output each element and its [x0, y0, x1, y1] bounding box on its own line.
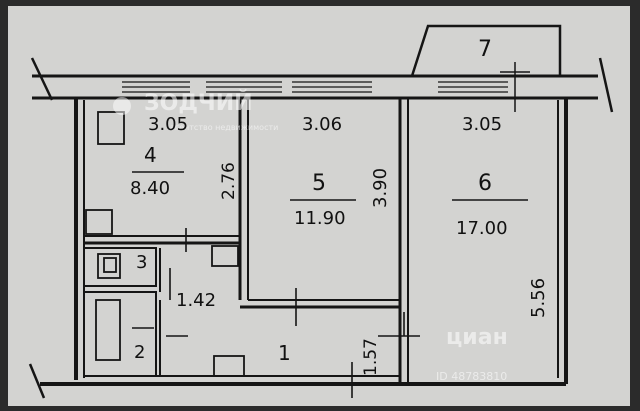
watermark-top: ЗОДЧИЙ агентство недвижимости [113, 90, 278, 132]
door-marks [132, 228, 420, 398]
watermark-bottom: циан ID 48783810 [436, 325, 508, 383]
paper-background [8, 6, 630, 406]
washbasin-icon [97, 253, 121, 279]
room-4-area: 8.40 [130, 178, 170, 199]
room-1-width: 1.57 [361, 338, 381, 376]
room-5-height: 3.90 [370, 168, 391, 208]
room-6-width: 3.05 [462, 114, 502, 135]
watermark-bottom-text: циан [446, 325, 508, 350]
hall-area: 1.42 [176, 290, 216, 311]
shoe-cabinet-icon [213, 355, 245, 377]
room-6-number: 6 [478, 171, 492, 196]
room-1-number: 1 [278, 341, 291, 365]
room-4-width: 3.05 [148, 114, 188, 135]
balcony-7 [410, 24, 562, 112]
window-room6 [438, 81, 508, 93]
room-6-area: 17.00 [456, 218, 508, 239]
room-4-height: 2.76 [219, 162, 239, 200]
fixtures [85, 111, 245, 377]
outer-walls [28, 57, 614, 399]
room-5-area: 11.90 [294, 208, 346, 229]
window-room5b [292, 81, 372, 93]
room-4-number: 4 [144, 143, 157, 167]
watermark-top-text: ЗОДЧИЙ [144, 90, 253, 116]
window-room4 [122, 81, 190, 93]
room-2-number: 2 [134, 342, 145, 363]
hall-cabinet-icon [211, 245, 239, 267]
window-room5 [206, 81, 282, 93]
bathtub-icon [95, 299, 121, 361]
room-5-width: 3.06 [302, 114, 342, 135]
sink-icon [85, 209, 113, 235]
room-3-number: 3 [136, 252, 147, 273]
room-5-number: 5 [312, 171, 326, 196]
watermark-bottom-subtext: ID 48783810 [436, 370, 507, 383]
room-7-number: 7 [478, 37, 492, 62]
stove-icon [97, 111, 125, 145]
room-6-height: 5.56 [528, 278, 549, 318]
watermark-top-subtext: агентство недвижимости [170, 123, 278, 132]
